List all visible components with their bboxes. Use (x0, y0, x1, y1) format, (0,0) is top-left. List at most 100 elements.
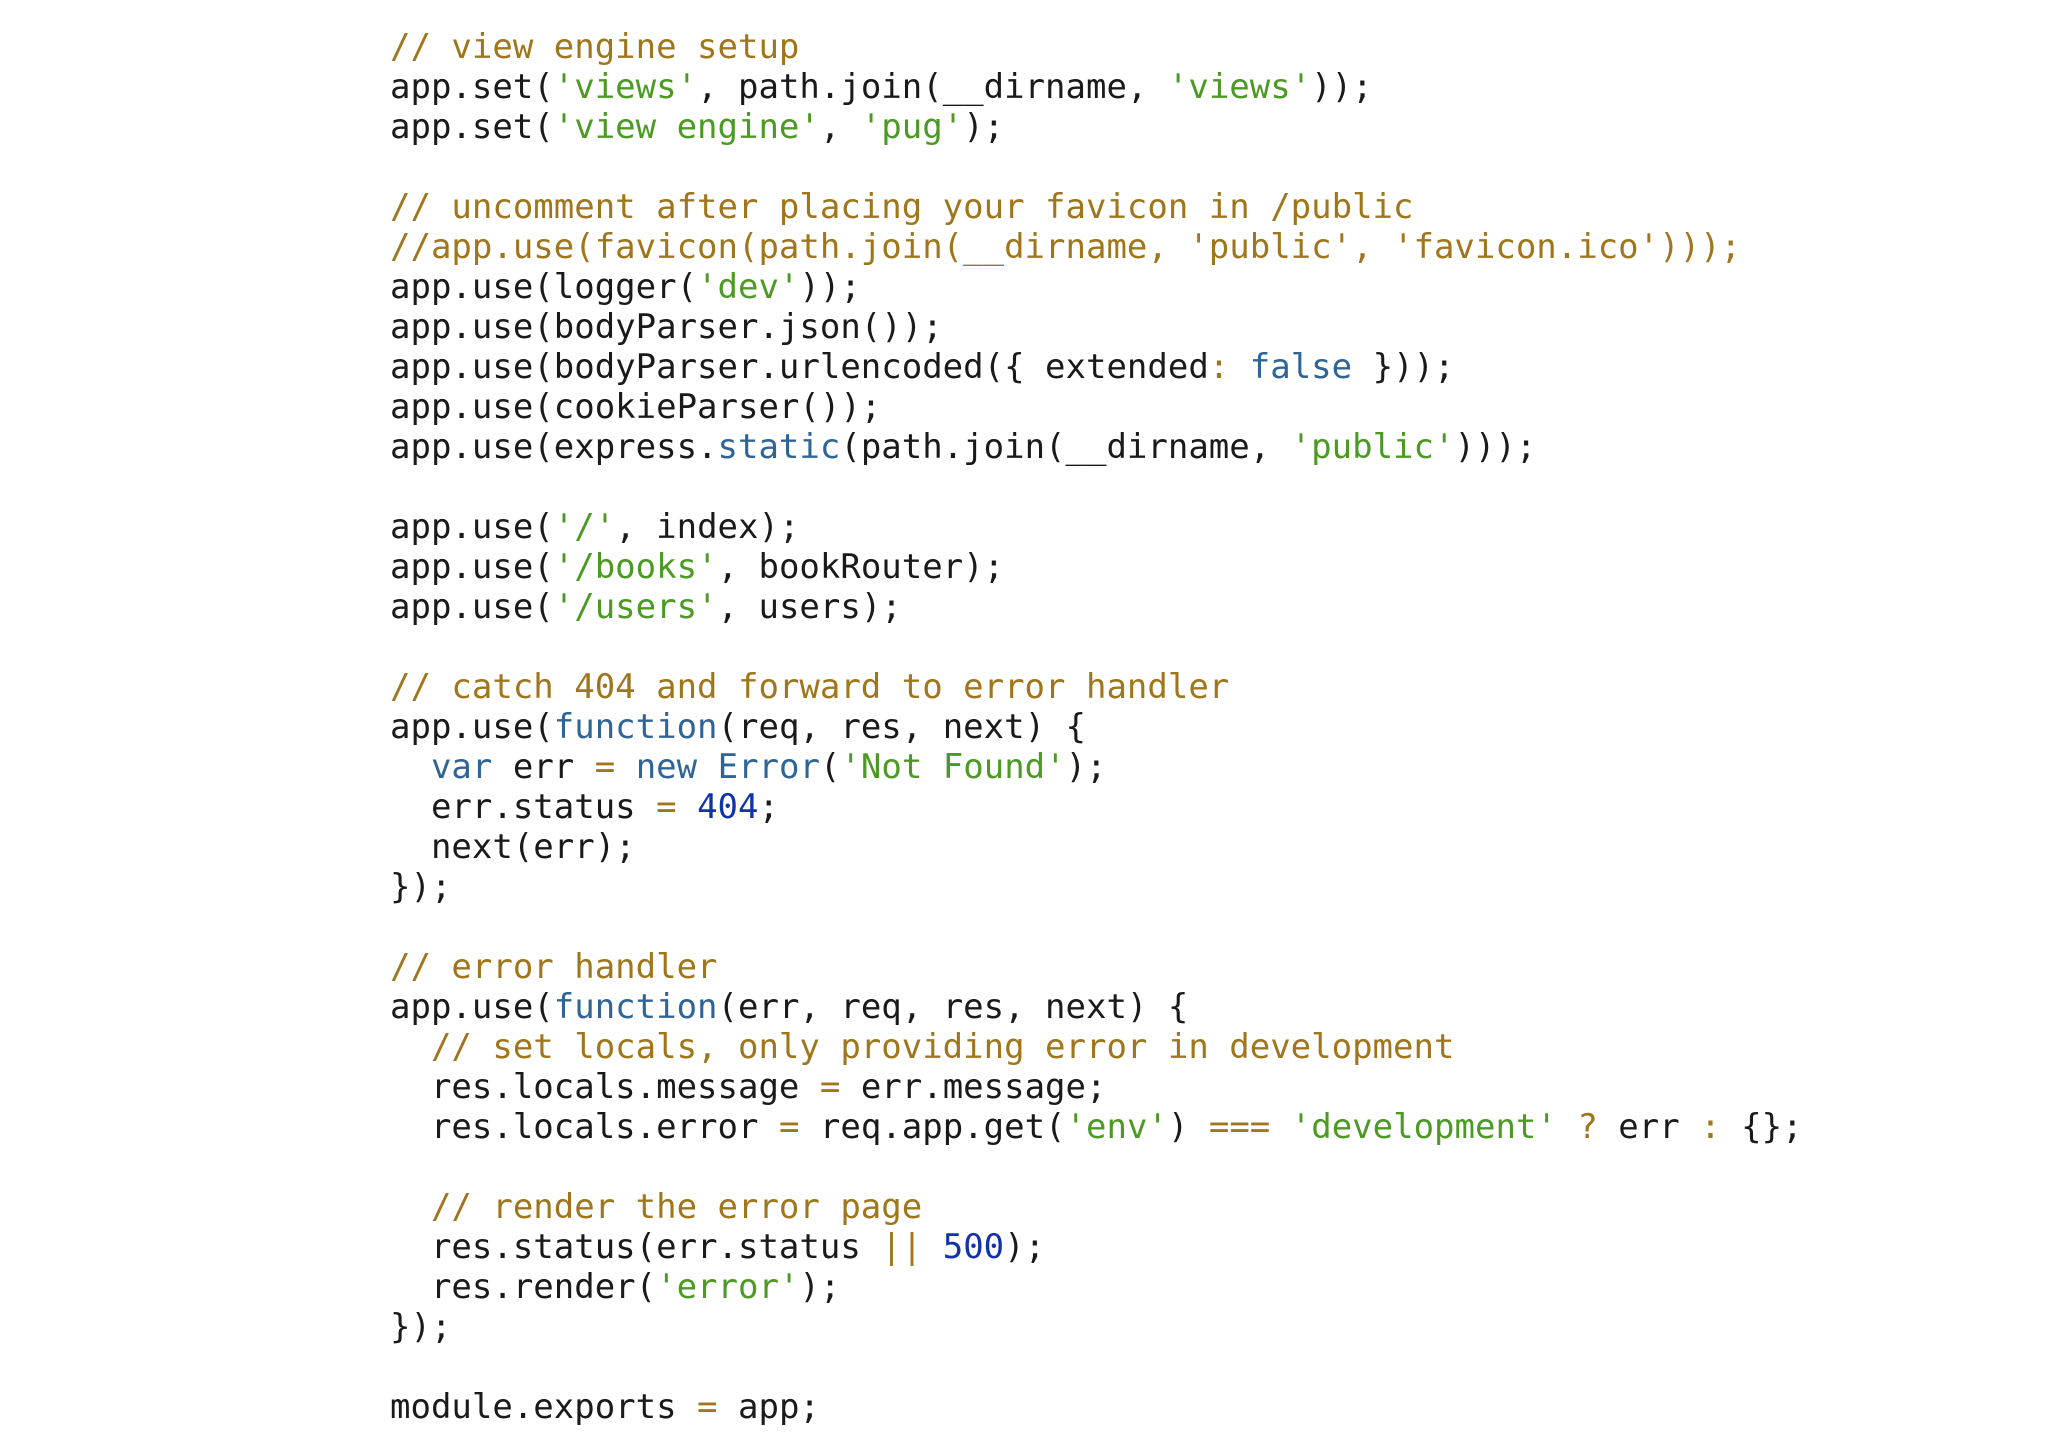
code-token-operator: === (1208, 1107, 1271, 1147)
code-token-text: ( (819, 747, 841, 787)
code-line-19: var err = new Error('Not Found'); (390, 747, 1107, 787)
code-token-operator: = (594, 747, 616, 787)
code-token-text: res.render( (390, 1267, 657, 1307)
code-token-text (697, 747, 717, 787)
code-token-keyword: static (717, 427, 841, 467)
code-line-28: res.locals.error = req.app.get('env') ==… (390, 1107, 1803, 1147)
code-line-25: app.use(function(err, req, res, next) { (390, 987, 1188, 1027)
code-token-text: )); (1311, 67, 1373, 107)
code-token-text: )); (799, 267, 861, 307)
code-token-text: err (1597, 1107, 1701, 1147)
code-token-operator: ? (1577, 1107, 1598, 1147)
code-token-text: err.message; (840, 1067, 1107, 1107)
code-line-11: app.use(express.static(path.join(__dirna… (390, 427, 1536, 467)
code-token-string: 'public' (1290, 427, 1455, 467)
code-token-operator: = (778, 1107, 800, 1147)
code-token-keyword: Error (717, 747, 820, 787)
code-token-operator: : (1700, 1107, 1721, 1147)
code-token-text: ); (799, 1267, 841, 1307)
code-token-text (677, 787, 697, 827)
code-token-text: (err, req, res, next) { (717, 987, 1189, 1027)
code-line-24: // error handler (390, 947, 718, 987)
code-line-35: module.exports = app; (390, 1387, 820, 1427)
code-token-text (1270, 1107, 1290, 1147)
code-token-string: 'dev' (697, 267, 800, 307)
code-token-string: 'env' (1065, 1107, 1168, 1147)
code-token-text: app.use( (390, 547, 554, 587)
code-token-text: app.use(express. (390, 427, 718, 467)
code-line-10: app.use(cookieParser()); (390, 387, 881, 427)
code-token-text: ))); (1454, 427, 1537, 467)
code-token-text: app.use(bodyParser.json()); (390, 307, 943, 347)
code-token-text: })); (1352, 347, 1455, 387)
code-token-text (922, 1227, 942, 1267)
code-token-text: app.use( (390, 507, 554, 547)
code-token-text: {}; (1720, 1107, 1803, 1147)
code-token-text: app.use( (390, 707, 554, 747)
code-token-string: 'views' (553, 67, 698, 107)
code-token-text: app.use( (390, 987, 554, 1027)
code-line-27: res.locals.message = err.message; (390, 1067, 1107, 1107)
code-token-operator: = (656, 787, 677, 827)
code-token-comment: // uncomment after placing your favicon … (390, 187, 1414, 227)
code-token-operator: || (881, 1227, 923, 1267)
code-token-comment: // view engine setup (390, 27, 800, 67)
code-line-2: app.set('views', path.join(__dirname, 'v… (390, 67, 1373, 107)
code-token-text (1557, 1107, 1577, 1147)
code-line-5: // uncomment after placing your favicon … (390, 187, 1414, 227)
code-token-comment: // render the error page (390, 1187, 923, 1227)
code-line-13: app.use('/', index); (390, 507, 799, 547)
code-token-string: 'pug' (860, 107, 964, 147)
code-token-text: , path.join(__dirname, (697, 67, 1168, 107)
code-token-string: 'view engine' (553, 107, 820, 147)
code-token-keyword: var (430, 747, 493, 787)
code-token-text: err (492, 747, 595, 787)
code-token-text: , bookRouter); (717, 547, 1005, 587)
code-token-comment: // error handler (390, 947, 718, 987)
code-token-string: '/books' (553, 547, 718, 587)
code-line-30: // render the error page (390, 1187, 922, 1227)
code-token-text: next(err); (390, 827, 636, 867)
code-line-3: app.set('view engine', 'pug'); (390, 107, 1004, 147)
code-token-text: app.set( (390, 67, 554, 107)
code-token-operator: = (697, 1387, 718, 1427)
code-token-keyword: function (553, 987, 718, 1027)
code-token-number: 404 (697, 787, 759, 827)
code-token-text: req.app.get( (799, 1107, 1066, 1147)
code-line-1: // view engine setup (390, 27, 799, 67)
code-token-text: res.locals.error (390, 1107, 779, 1147)
code-token-text: ) (1167, 1107, 1209, 1147)
code-token-text: , (819, 107, 861, 147)
code-token-text: ); (1004, 1227, 1046, 1267)
code-token-number: 500 (942, 1227, 1005, 1267)
code-token-text: ); (963, 107, 1005, 147)
code-token-text: }); (390, 867, 452, 907)
code-line-33: }); (390, 1307, 451, 1347)
code-token-text (1229, 347, 1249, 387)
code-token-keyword: function (553, 707, 718, 747)
code-token-text: app.use(bodyParser.urlencoded({ extended (390, 347, 1209, 387)
code-token-string: 'Not Found' (840, 747, 1066, 787)
code-token-comment: //app.use(favicon(path.join(__dirname, '… (390, 227, 1742, 267)
code-line-7: app.use(logger('dev')); (390, 267, 861, 307)
code-token-keyword: new (635, 747, 698, 787)
code-token-string: '/users' (553, 587, 718, 627)
code-token-text: app.use(cookieParser()); (390, 387, 882, 427)
code-line-8: app.use(bodyParser.json()); (390, 307, 943, 347)
code-line-15: app.use('/users', users); (390, 587, 902, 627)
code-token-operator: = (819, 1067, 841, 1107)
code-line-17: // catch 404 and forward to error handle… (390, 667, 1229, 707)
code-token-text: , users); (717, 587, 902, 627)
code-line-9: app.use(bodyParser.urlencoded({ extended… (390, 347, 1454, 387)
code-line-31: res.status(err.status || 500); (390, 1227, 1045, 1267)
code-token-comment: // catch 404 and forward to error handle… (390, 667, 1230, 707)
code-token-text: err.status (390, 787, 657, 827)
code-line-22: }); (390, 867, 451, 907)
code-token-text: ; (758, 787, 779, 827)
code-token-string: '/' (553, 507, 616, 547)
code-token-text: app; (717, 1387, 820, 1427)
code-token-text: res.status(err.status (390, 1227, 882, 1267)
code-token-keyword: false (1249, 347, 1353, 387)
code-token-comment: // set locals, only providing error in d… (390, 1027, 1455, 1067)
